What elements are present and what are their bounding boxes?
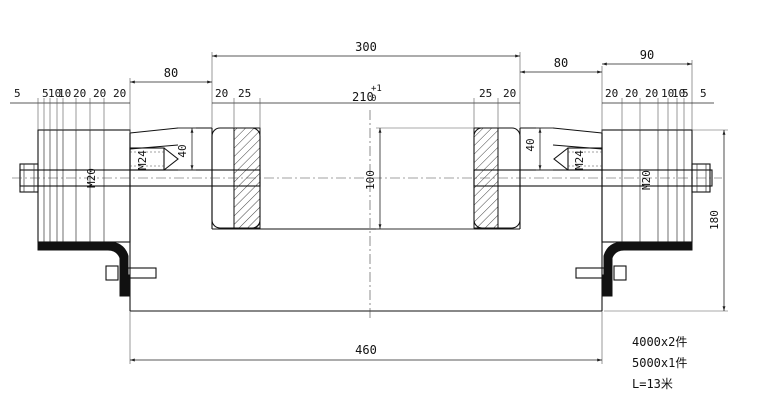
right-wheel-assembly xyxy=(575,129,693,297)
dimension-row-right: 20 20 20 10 10 5 5 xyxy=(602,87,714,130)
label-left-inner-25: 25 xyxy=(238,87,251,100)
label-right-20a: 20 xyxy=(605,87,618,100)
label-80-left: 80 xyxy=(164,66,178,80)
note-line-2: 5000x1件 xyxy=(632,356,687,370)
label-left-20a: 20 xyxy=(73,87,86,100)
label-right-5a: 5 xyxy=(682,87,689,100)
label-80-right: 80 xyxy=(554,56,568,70)
dimension-40-left: 40 xyxy=(176,127,196,171)
label-right-20b: 20 xyxy=(625,87,638,100)
dimension-80-right: 80 xyxy=(520,56,603,133)
note-line-1: 4000x2件 xyxy=(632,335,687,349)
label-left-5a: 5 xyxy=(14,87,21,100)
label-180: 180 xyxy=(708,210,721,230)
label-100: 100 xyxy=(364,170,377,190)
dimension-460: 460 xyxy=(129,311,603,364)
label-left-inner-20: 20 xyxy=(215,87,228,100)
label-210: 210 xyxy=(352,90,374,104)
label-left-10b: 10 xyxy=(58,87,71,100)
tolerance-zero: 0 xyxy=(371,94,376,104)
notes-block: 4000x2件 5000x1件 L=13米 xyxy=(632,335,687,391)
label-left-20c: 20 xyxy=(113,87,126,100)
label-40-right: 40 xyxy=(524,138,537,151)
label-460: 460 xyxy=(355,343,377,357)
main-beam xyxy=(129,127,603,312)
dimension-left-inner: 20 25 xyxy=(212,87,261,128)
dimension-40-right: 40 xyxy=(524,127,553,171)
right-m24-bore xyxy=(553,147,603,171)
dimension-80-left: 80 xyxy=(129,66,212,133)
label-40-left: 40 xyxy=(176,144,189,157)
label-m20-right: M20 xyxy=(640,170,653,190)
label-right-inner-25: 25 xyxy=(479,87,492,100)
dimension-90: 90 xyxy=(602,48,693,130)
dimension-210: 210 +1 0 xyxy=(260,84,474,104)
label-300: 300 xyxy=(355,40,377,54)
label-right-10b: 10 xyxy=(672,87,685,100)
dimension-300: 300 xyxy=(211,40,521,128)
label-right-inner-20: 20 xyxy=(503,87,516,100)
label-left-20b: 20 xyxy=(93,87,106,100)
dimension-right-inner: 25 20 xyxy=(473,87,520,128)
label-90: 90 xyxy=(640,48,654,62)
dimension-180: 180 xyxy=(604,129,728,312)
left-m24-bore xyxy=(129,147,179,171)
label-m20-left: M20 xyxy=(85,168,98,188)
dimension-100: 100 xyxy=(364,127,474,230)
label-m24-left: M24 xyxy=(136,150,149,170)
dimension-row-left: 5 5 10 10 20 20 20 xyxy=(10,87,130,130)
label-right-20c: 20 xyxy=(645,87,658,100)
center-lines xyxy=(12,110,722,318)
label-m24-right: M24 xyxy=(573,150,586,170)
label-left-10a: 10 xyxy=(48,87,61,100)
note-line-3: L=13米 xyxy=(632,377,673,391)
label-left-5b: 5 xyxy=(42,87,49,100)
tolerance-plus: +1 xyxy=(371,84,382,94)
label-right-5b: 5 xyxy=(700,87,707,100)
label-right-10a: 10 xyxy=(661,87,674,100)
